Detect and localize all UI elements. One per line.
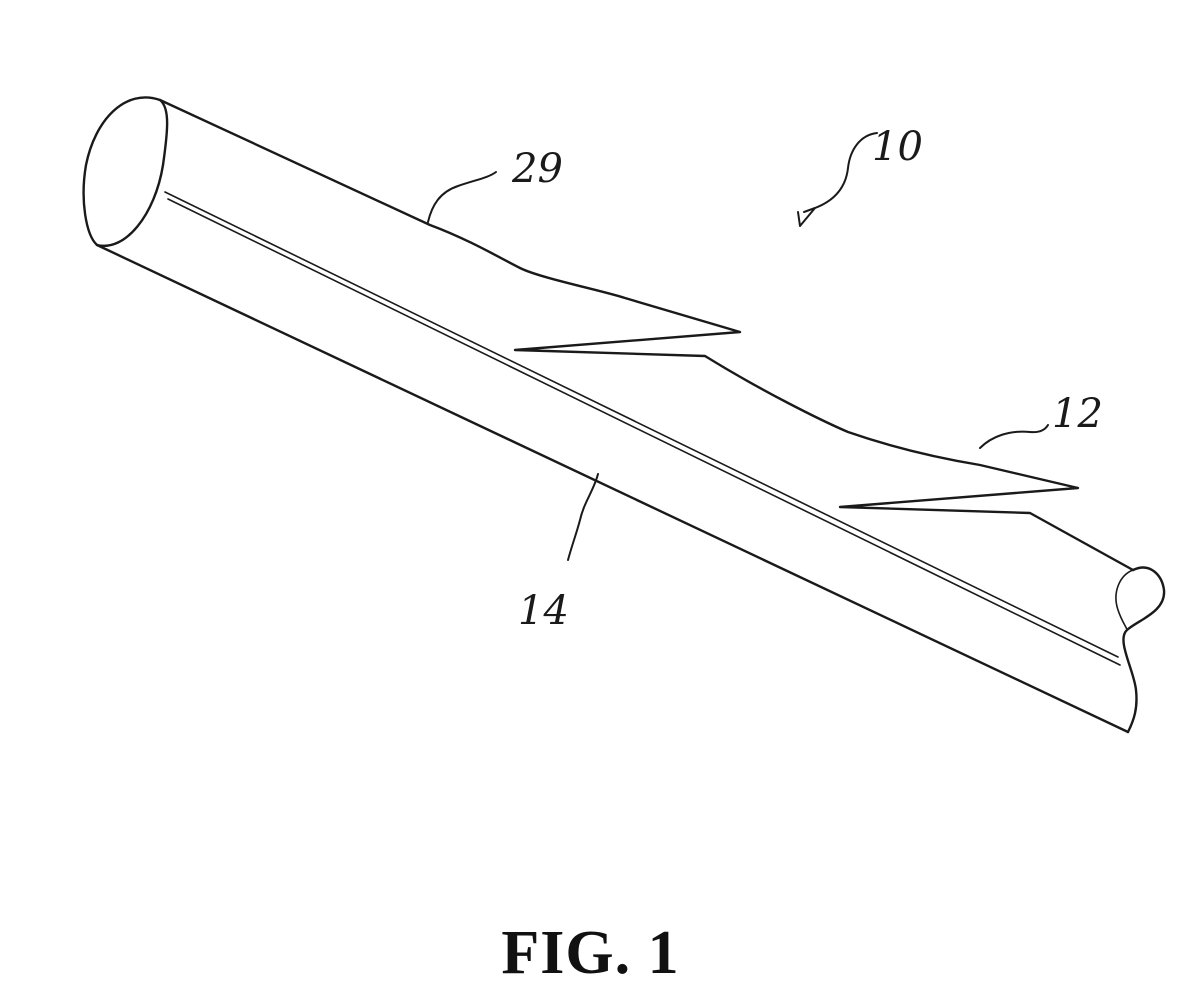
leader-arrow-10 bbox=[815, 133, 877, 208]
tube-broken-end-inner bbox=[1116, 570, 1133, 630]
figure-caption: FIG. 1 bbox=[0, 918, 1181, 989]
longitudinal-slit-upper bbox=[165, 192, 1118, 657]
ref-label-29: 29 bbox=[511, 146, 563, 192]
leader-line-14 bbox=[568, 474, 598, 560]
arrowhead-10 bbox=[798, 208, 815, 226]
longitudinal-slit-lower bbox=[168, 199, 1120, 665]
leader-line-12 bbox=[980, 425, 1048, 448]
tube-lower-edge bbox=[97, 245, 1128, 732]
ref-label-12: 12 bbox=[1052, 391, 1103, 437]
ref-label-14: 14 bbox=[518, 588, 569, 634]
tube-end-cap bbox=[84, 97, 168, 245]
leader-line-29 bbox=[428, 172, 496, 222]
tube-upper-edge bbox=[160, 100, 1133, 570]
ref-label-10: 10 bbox=[872, 124, 923, 170]
tube-broken-end bbox=[1123, 568, 1164, 732]
